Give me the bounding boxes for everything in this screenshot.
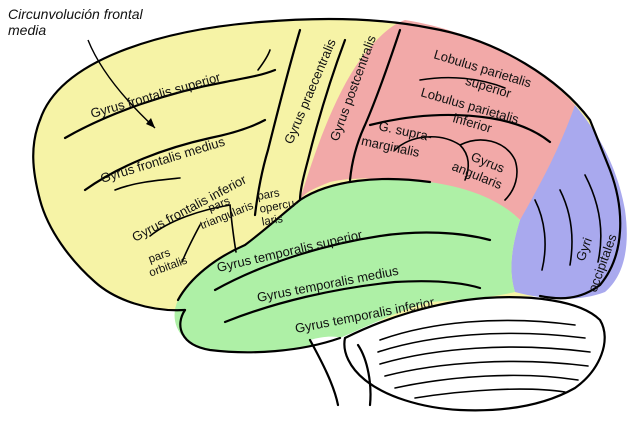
caption-line-2: media (8, 22, 46, 38)
caption-line-1: Circunvolución frontal (8, 6, 144, 22)
